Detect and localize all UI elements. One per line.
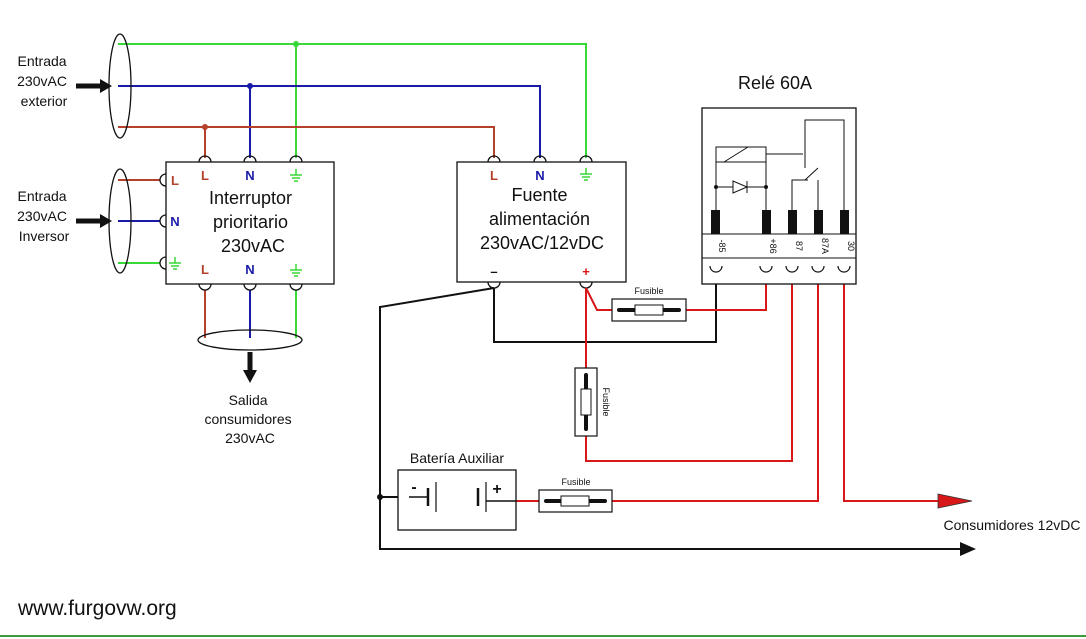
fuse-vertical: Fusible (574, 367, 611, 437)
battery-title: Batería Auxiliar (410, 450, 504, 466)
power-supply: L N – + Fuente alimentación 230vAC/12vDC (456, 155, 627, 289)
terminal (243, 283, 257, 291)
terminal (243, 155, 257, 163)
earth-icon (290, 169, 302, 182)
svg-text:+86: +86 (768, 238, 778, 253)
dc-wires (379, 276, 965, 550)
input-label-exterior: Entrada 230vAC exterior (17, 53, 71, 109)
negative-wire-main (379, 287, 965, 550)
svg-text:Fusible: Fusible (634, 286, 663, 296)
positive-wire-87a (612, 276, 819, 502)
output-label-dc: Consumidores 12vDC (944, 517, 1081, 533)
relay-pin (788, 210, 797, 234)
svg-text:30: 30 (846, 241, 856, 251)
terminal (159, 173, 167, 187)
output-arrow-dc-negative (960, 542, 976, 556)
priority-switch: L N L N L N Interruptor prioritario 230v… (159, 155, 335, 291)
relay-pin (711, 210, 720, 234)
switch-terminal-n: N (170, 214, 179, 229)
terminal (487, 155, 501, 163)
switch-terminal-l: L (171, 173, 179, 188)
psu-terminal-plus: + (582, 264, 590, 279)
auxiliary-battery: Batería Auxiliar - + (397, 450, 517, 531)
relay-pin (762, 210, 771, 234)
positive-wire-fuse-87 (585, 276, 793, 462)
junction-dot (377, 494, 383, 500)
psu-terminal-n: N (535, 168, 544, 183)
relay-60a: Relé 60A -85 +86 87 87A (701, 73, 857, 285)
input-arrow-inverter (76, 214, 112, 228)
switch-terminal-l: L (201, 262, 209, 277)
switch-title: Interruptor prioritario 230vAC (209, 188, 297, 256)
relay-title: Relé 60A (738, 73, 812, 93)
switch-terminal-n: N (245, 262, 254, 277)
junction-dot (247, 83, 253, 89)
psu-terminal-minus: – (490, 264, 497, 279)
junction-dot (202, 124, 208, 130)
switch-terminal-l: L (201, 168, 209, 183)
earth-icon (169, 257, 181, 270)
output-label-ac: Salida consumidores 230vAC (204, 392, 295, 446)
positive-wire-psu-fuse (585, 287, 612, 311)
terminal (198, 155, 212, 163)
fuse-psu-relay: Fusible (611, 286, 687, 322)
relay-pin (814, 210, 823, 234)
input-label-inverter: Entrada 230vAC Inversor (17, 188, 71, 244)
terminal (159, 214, 167, 228)
terminal (487, 281, 501, 289)
output-arrow-dc-positive (937, 493, 973, 509)
terminal (159, 256, 167, 270)
positive-wire-consumers (843, 276, 940, 502)
output-arrow-ac (243, 352, 257, 383)
neutral-wire-exterior (118, 85, 541, 158)
positive-wire-fuse-relay (686, 276, 767, 311)
watermark: www.furgovw.org (17, 597, 177, 620)
svg-text:Fusible: Fusible (561, 477, 590, 487)
terminal (289, 283, 303, 291)
svg-text:-85: -85 (717, 239, 727, 252)
input-arrow-exterior (76, 79, 112, 93)
terminal (579, 281, 593, 289)
svg-text:87A: 87A (820, 238, 830, 254)
earth-icon (580, 168, 592, 181)
live-wire-exterior (118, 126, 495, 158)
cable-bundle-output (197, 329, 303, 351)
switch-terminal-n: N (245, 168, 254, 183)
terminal (289, 155, 303, 163)
fuse-battery: Fusible (538, 477, 613, 513)
svg-text:Fusible: Fusible (601, 387, 611, 416)
battery-minus: - (411, 479, 416, 496)
psu-title: Fuente alimentación 230vAC/12vDC (480, 185, 604, 253)
relay-pin (840, 210, 849, 234)
earth-icon (290, 264, 302, 277)
svg-text:87: 87 (794, 241, 804, 251)
earth-wire-exterior (118, 43, 587, 158)
ac-wires (118, 43, 587, 338)
psu-terminal-l: L (490, 168, 498, 183)
terminal (579, 155, 593, 163)
terminal (533, 155, 547, 163)
junction-dot (293, 41, 299, 47)
battery-plus: + (492, 481, 501, 498)
terminal (198, 283, 212, 291)
